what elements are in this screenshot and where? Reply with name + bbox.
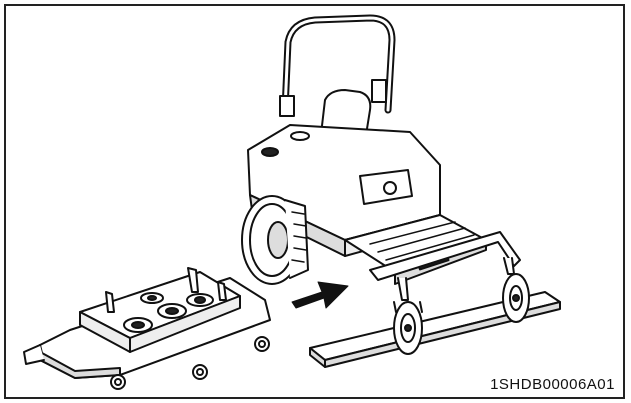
front-caster-right [502, 257, 530, 323]
direction-arrow [291, 281, 349, 309]
ground-board [309, 291, 561, 368]
front-caster-left [393, 277, 423, 355]
roll-over-bar [279, 14, 396, 117]
deck-wheels [110, 336, 270, 390]
figure-border [4, 4, 625, 399]
figure-code: 1SHDB00006A01 [490, 376, 615, 393]
zero-turn-mower [241, 14, 530, 355]
mower-deck [23, 267, 271, 390]
deck-spindles [123, 292, 214, 333]
rear-drive-wheel [241, 195, 309, 285]
